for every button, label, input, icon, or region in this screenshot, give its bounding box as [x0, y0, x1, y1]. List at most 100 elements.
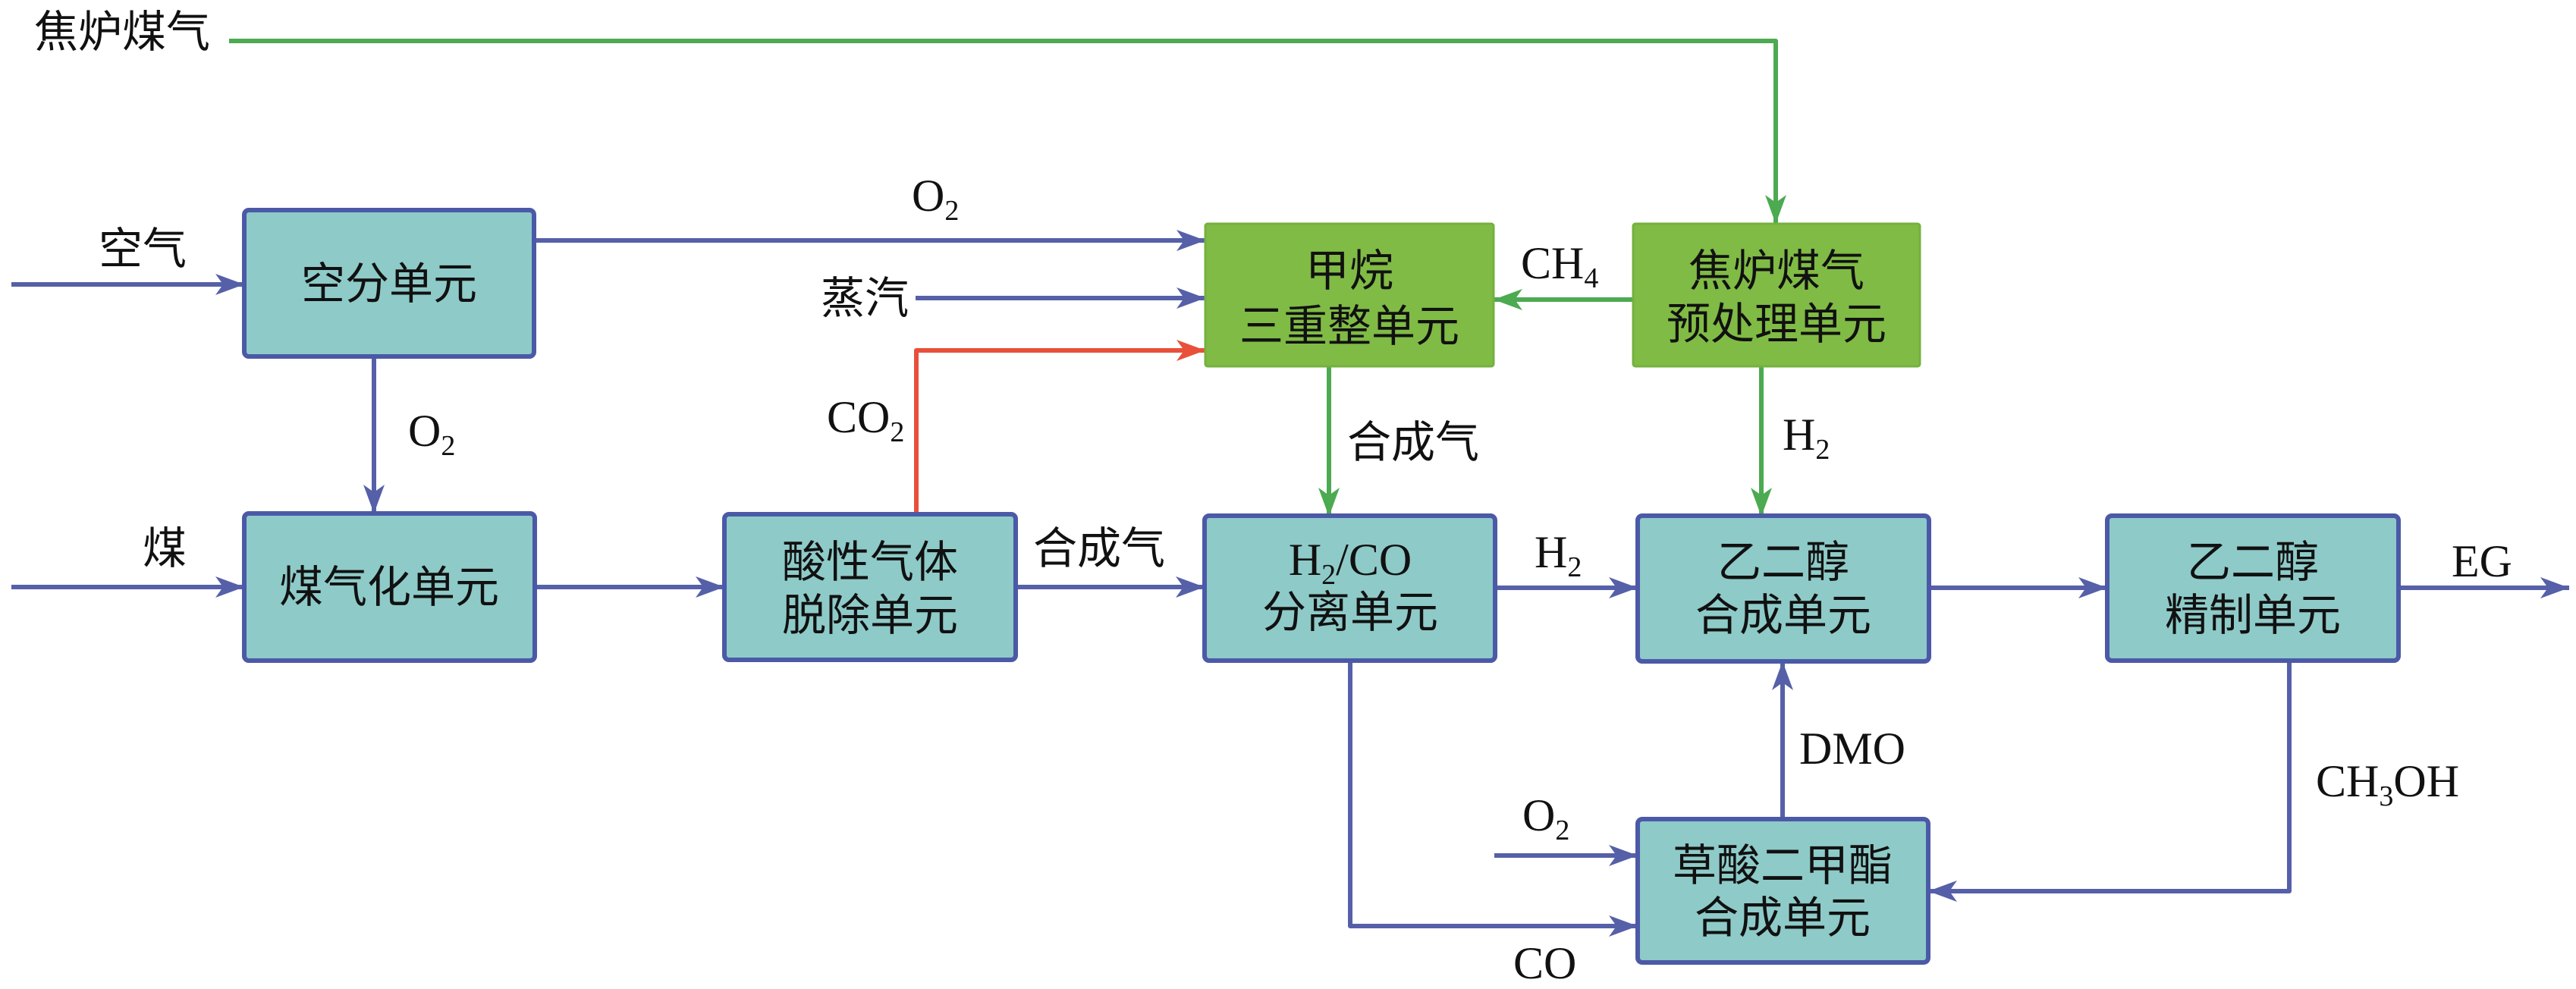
unit-label-line-1: 乙二醇	[2187, 538, 2319, 587]
flow-label-dmo: DMO	[1799, 724, 1905, 774]
label-subscript: 2	[1567, 551, 1582, 583]
unit-label-line-1: 甲烷	[1305, 246, 1393, 296]
label-text: 空气	[99, 224, 187, 274]
flow-co2-recycle: CO2	[827, 340, 1205, 514]
unit-box	[1202, 513, 1497, 663]
unit-box	[242, 511, 537, 663]
flow-label-coal: 煤	[143, 524, 187, 573]
unit-label-line: 乙二醇	[1717, 538, 1849, 587]
flow-syngas-from-reforming: 合成气	[1318, 366, 1479, 516]
unit-methane-tri-reforming: 甲烷 三重整单元	[1204, 222, 1495, 368]
unit-label-line-2: 精制单元	[2165, 591, 2341, 640]
flow-label-eg: EG	[2452, 536, 2512, 586]
label-text: O	[912, 171, 944, 221]
flow-label-h2: H2	[1783, 410, 1830, 466]
unit-h2-co-separation: H2/CO 分离单元	[1202, 513, 1497, 663]
flow-co-to-dmo: CO	[1348, 660, 1638, 988]
flow-o2-to-gasification: O2	[363, 356, 455, 513]
unit-box	[242, 208, 536, 359]
label-subscript: 2	[441, 430, 455, 462]
unit-box	[1635, 817, 1930, 965]
unit-label-line: 煤气化单元	[279, 563, 499, 612]
flow-steam-feed: 蒸汽	[821, 274, 1205, 323]
unit-label-line: 空分单元	[301, 259, 477, 309]
unit-label-line-1: 草酸二甲酯	[1673, 841, 1893, 890]
unit-label-line: 三重整单元	[1239, 302, 1459, 351]
label-subscript: 2	[1815, 434, 1830, 466]
flow-label-syngas: 合成气	[1347, 418, 1479, 467]
flow-label-o2: O2	[912, 171, 959, 227]
flow-methanol-recycle: CH3OH	[1928, 660, 2459, 902]
flow-o2-to-reforming: O2	[534, 171, 1205, 251]
unit-label-line: 焦炉煤气	[1689, 246, 1864, 296]
unit-label-line: 合成单元	[1695, 591, 1871, 640]
label-text: 煤	[143, 524, 187, 573]
unit-label: 空分单元	[301, 259, 477, 309]
label-text: O	[408, 406, 441, 456]
unit-label-line: 甲烷	[1305, 246, 1393, 296]
label-text: O	[1522, 790, 1555, 840]
unit-label-line-2: 分离单元	[1262, 588, 1438, 637]
flow-line	[229, 39, 1786, 224]
flow-label-syngas: 合成气	[1033, 524, 1165, 573]
unit-label-line: 乙二醇	[2187, 538, 2319, 587]
unit-box	[1632, 222, 1921, 368]
label-text: 蒸汽	[821, 274, 909, 323]
unit-label-line: 草酸二甲酯	[1673, 841, 1893, 890]
flow-label-h2: H2	[1535, 527, 1582, 583]
label-text: H	[1783, 410, 1815, 460]
label-text: CH	[2316, 756, 2379, 806]
unit-acid-gas-removal: 酸性气体 脱除单元	[722, 512, 1018, 662]
unit-coal-gasification: 煤气化单元	[242, 511, 537, 663]
unit-label-line: 预处理单元	[1667, 300, 1886, 349]
unit-label-line-2: 预处理单元	[1667, 300, 1886, 349]
label-subscript: 2	[1555, 815, 1569, 846]
unit-label-tail: /CO	[1336, 535, 1412, 585]
unit-label-line-1: 乙二醇	[1717, 538, 1849, 587]
label-text: CO	[827, 392, 890, 442]
unit-label-line-1: H2/CO	[1289, 535, 1412, 591]
label-subscript: 3	[2379, 780, 2393, 812]
unit-box	[1204, 222, 1495, 368]
unit-eg-refining: 乙二醇 精制单元	[2105, 513, 2401, 663]
flow-label-air: 空气	[99, 224, 187, 274]
unit-label-line-1: 焦炉煤气	[1689, 246, 1864, 296]
flow-line	[1348, 660, 1638, 937]
unit-label-line: 酸性气体	[782, 538, 958, 587]
flow-dmo-to-eg-synthesis: DMO	[1772, 661, 1905, 819]
unit-label-line-1: 酸性气体	[782, 538, 958, 587]
label-text: H	[1535, 527, 1567, 577]
label-subscript: 2	[944, 195, 959, 227]
unit-label-line-2: 合成单元	[1695, 591, 1871, 640]
flow-o2-to-dmo: O2	[1494, 790, 1638, 866]
flow-label-co: CO	[1513, 938, 1576, 988]
label-text: DMO	[1799, 724, 1905, 774]
flow-label-ch4: CH4	[1521, 238, 1598, 294]
flow-line	[1928, 660, 2292, 902]
flow-eg-product: EG	[2399, 536, 2569, 598]
flow-label-steam: 蒸汽	[821, 274, 909, 323]
unit-label-subscript: 2	[1321, 559, 1336, 591]
unit-eg-synthesis: 乙二醇 合成单元	[1635, 513, 1931, 664]
label-text: CO	[1513, 938, 1576, 988]
flow-label-ch3oh: CH3OH	[2316, 756, 2459, 812]
flow-label-coke-oven-gas: 焦炉煤气	[34, 8, 210, 57]
unit-label-line-2: 脱除单元	[782, 591, 958, 640]
unit-label-line-2: 合成单元	[1695, 893, 1871, 943]
unit-label-line: 脱除单元	[782, 591, 958, 640]
flow-line	[914, 340, 1205, 514]
label-text: 焦炉煤气	[34, 8, 210, 57]
unit-label-line: 精制单元	[2165, 591, 2341, 640]
unit-label-line: 合成单元	[1695, 893, 1871, 943]
unit-label-line-2: 三重整单元	[1239, 302, 1459, 351]
unit-label: 煤气化单元	[279, 563, 499, 612]
unit-box	[722, 512, 1018, 662]
unit-box	[2105, 513, 2401, 663]
flow-label-co2: CO2	[827, 392, 904, 448]
label-tail: OH	[2393, 756, 2459, 806]
flow-coke-oven-gas-feed: 焦炉煤气	[34, 8, 1786, 224]
unit-air-separation: 空分单元	[242, 208, 536, 359]
unit-label-line: 分离单元	[1262, 588, 1438, 637]
unit-label-text: H	[1289, 535, 1321, 585]
label-subscript: 4	[1584, 262, 1598, 294]
